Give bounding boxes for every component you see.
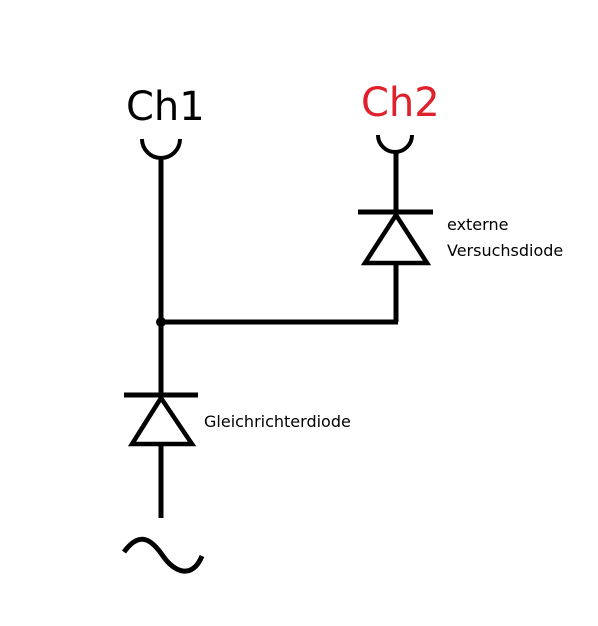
rectifier-diode-triangle bbox=[127, 393, 197, 447]
ch2-label: Ch2 bbox=[361, 80, 440, 126]
external-diode-label-line2: Versuchsdiode bbox=[447, 241, 563, 260]
tilde-icon bbox=[121, 536, 205, 574]
external-diode-triangle bbox=[360, 210, 432, 266]
ch2-probe-cup bbox=[376, 134, 414, 154]
rectifier-diode-label: Gleichrichterdiode bbox=[204, 412, 351, 431]
ch1-label: Ch1 bbox=[126, 84, 205, 130]
ch1-probe-cup bbox=[140, 138, 182, 160]
external-diode-label-line1: externe bbox=[447, 215, 508, 234]
